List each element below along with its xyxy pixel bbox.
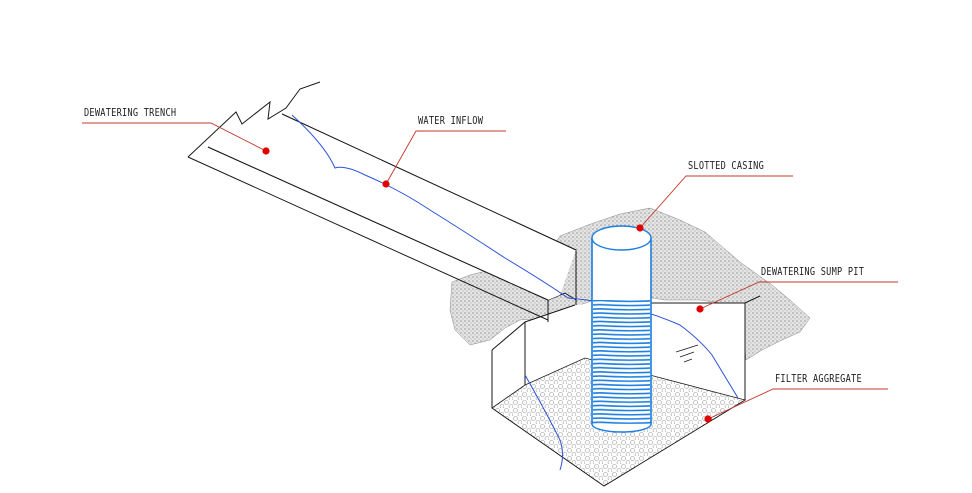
leader-aggregate	[707, 388, 888, 420]
marker-aggregate	[704, 415, 712, 423]
marker-inflow	[382, 180, 390, 188]
marker-trench	[262, 147, 270, 155]
leader-lines	[82, 122, 898, 420]
markers	[262, 147, 712, 423]
label-dewatering-trench: DEWATERING TRENCH	[84, 107, 177, 119]
label-water-inflow: WATER INFLOW	[418, 115, 484, 127]
label-filter-aggregate: FILTER AGGREGATE	[775, 373, 862, 385]
ground-break-icon	[187, 81, 321, 158]
water-level-icon	[675, 344, 699, 363]
label-dewatering-sump-pit: DEWATERING SUMP PIT	[761, 266, 865, 278]
slotted-casing	[591, 225, 652, 433]
leader-sump	[699, 281, 898, 310]
marker-sump	[696, 305, 704, 313]
marker-casing	[636, 224, 644, 232]
leader-casing	[639, 175, 793, 229]
trench-floor	[208, 114, 576, 300]
leader-inflow	[385, 130, 506, 185]
water-inflow-line	[291, 114, 739, 471]
label-slotted-casing: SLOTTED CASING	[688, 160, 765, 172]
leader-trench	[82, 122, 267, 152]
